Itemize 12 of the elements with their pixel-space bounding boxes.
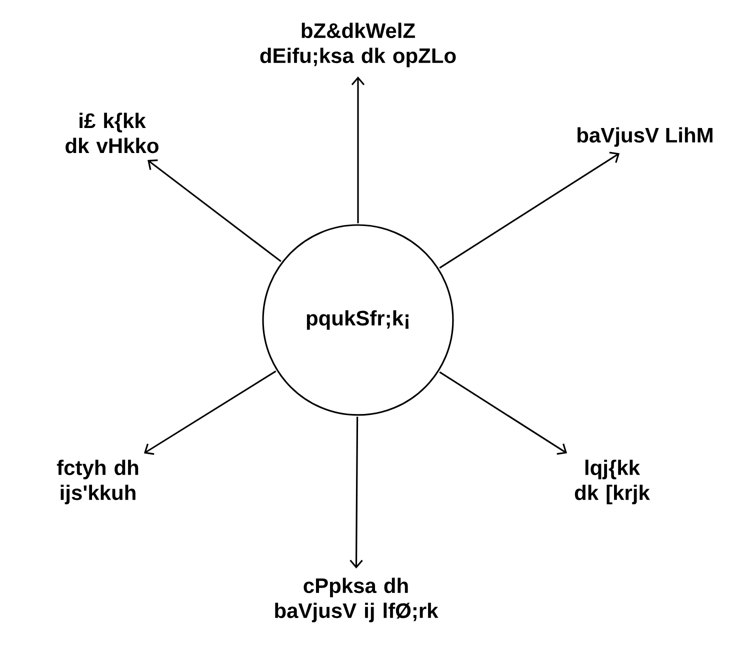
arrow — [148, 159, 282, 262]
arrow — [144, 370, 276, 455]
label-text: i£ k{kk dk vHkko — [66, 112, 158, 154]
label-text: cPpksa dh baVjusV ij lfØ;rk — [275, 578, 438, 622]
arrow — [350, 416, 363, 568]
label-text: bZ&dkWelZ dEifu;ksa dk opZLo — [260, 22, 456, 68]
label-text: lqj{kk dk [krjk — [574, 460, 650, 504]
arrow — [439, 152, 620, 269]
label-text: fctyh dh ijs'kkuh — [56, 460, 138, 504]
arrow — [439, 371, 568, 455]
arrow — [351, 76, 365, 224]
label-text: baVjusV LihM — [578, 127, 712, 147]
